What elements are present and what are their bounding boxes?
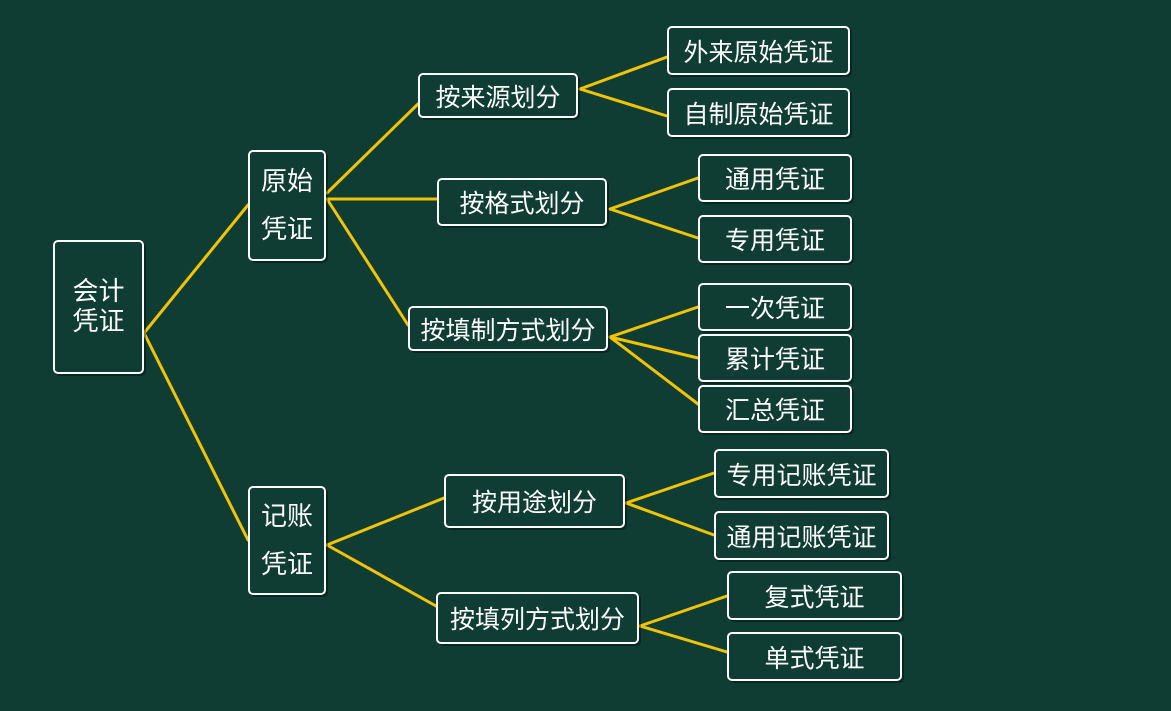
node-summary-voucher: 汇总凭证 [698, 385, 852, 433]
connector-line-10 [608, 207, 700, 240]
connector-line-17 [638, 624, 729, 654]
connector-line-6 [325, 543, 438, 608]
connector-line-11 [608, 305, 700, 339]
connector-line-4 [325, 197, 410, 327]
connector-line-9 [608, 176, 700, 211]
node-original-line1: 原始 [260, 166, 313, 197]
node-general-bookkeeping: 通用记账凭证 [714, 511, 889, 560]
connector-line-1 [142, 331, 250, 542]
node-one-time-voucher: 一次凭证 [698, 283, 852, 331]
node-special-voucher: 专用凭证 [698, 215, 852, 263]
connector-line-8 [578, 87, 669, 118]
connector-line-0 [142, 203, 250, 335]
node-compound-voucher: 复式凭证 [727, 571, 902, 620]
node-bookkeeping-voucher: 记账 凭证 [248, 486, 326, 595]
node-by-fill-method: 按填制方式划分 [408, 306, 608, 351]
node-bookkeeping-line1: 记账 [260, 501, 313, 532]
node-self-made-original: 自制原始凭证 [667, 88, 850, 137]
node-root-line2: 凭证 [72, 307, 125, 337]
node-root-line1: 会计 [72, 277, 125, 307]
node-cumulative-voucher: 累计凭证 [698, 334, 852, 382]
node-single-voucher: 单式凭证 [727, 632, 902, 681]
node-root: 会计 凭证 [53, 240, 144, 374]
node-by-source: 按来源划分 [418, 73, 578, 118]
connector-line-7 [578, 55, 669, 91]
node-original-line2: 凭证 [260, 214, 313, 245]
node-special-bookkeeping: 专用记账凭证 [714, 449, 889, 498]
node-original-voucher: 原始 凭证 [248, 150, 326, 261]
node-by-use: 按用途划分 [444, 474, 625, 528]
node-bookkeeping-line2: 凭证 [260, 549, 313, 580]
node-external-original: 外来原始凭证 [667, 26, 850, 75]
connector-line-13 [608, 335, 700, 406]
node-by-fill-list: 按填列方式划分 [436, 592, 639, 644]
node-general-voucher: 通用凭证 [698, 154, 852, 202]
connector-line-14 [624, 471, 716, 505]
node-by-format: 按格式划分 [437, 178, 607, 226]
connector-line-15 [624, 501, 716, 537]
connector-line-16 [638, 594, 729, 628]
connector-line-2 [325, 102, 420, 195]
connector-line-5 [325, 496, 446, 547]
connector-line-12 [608, 335, 700, 360]
